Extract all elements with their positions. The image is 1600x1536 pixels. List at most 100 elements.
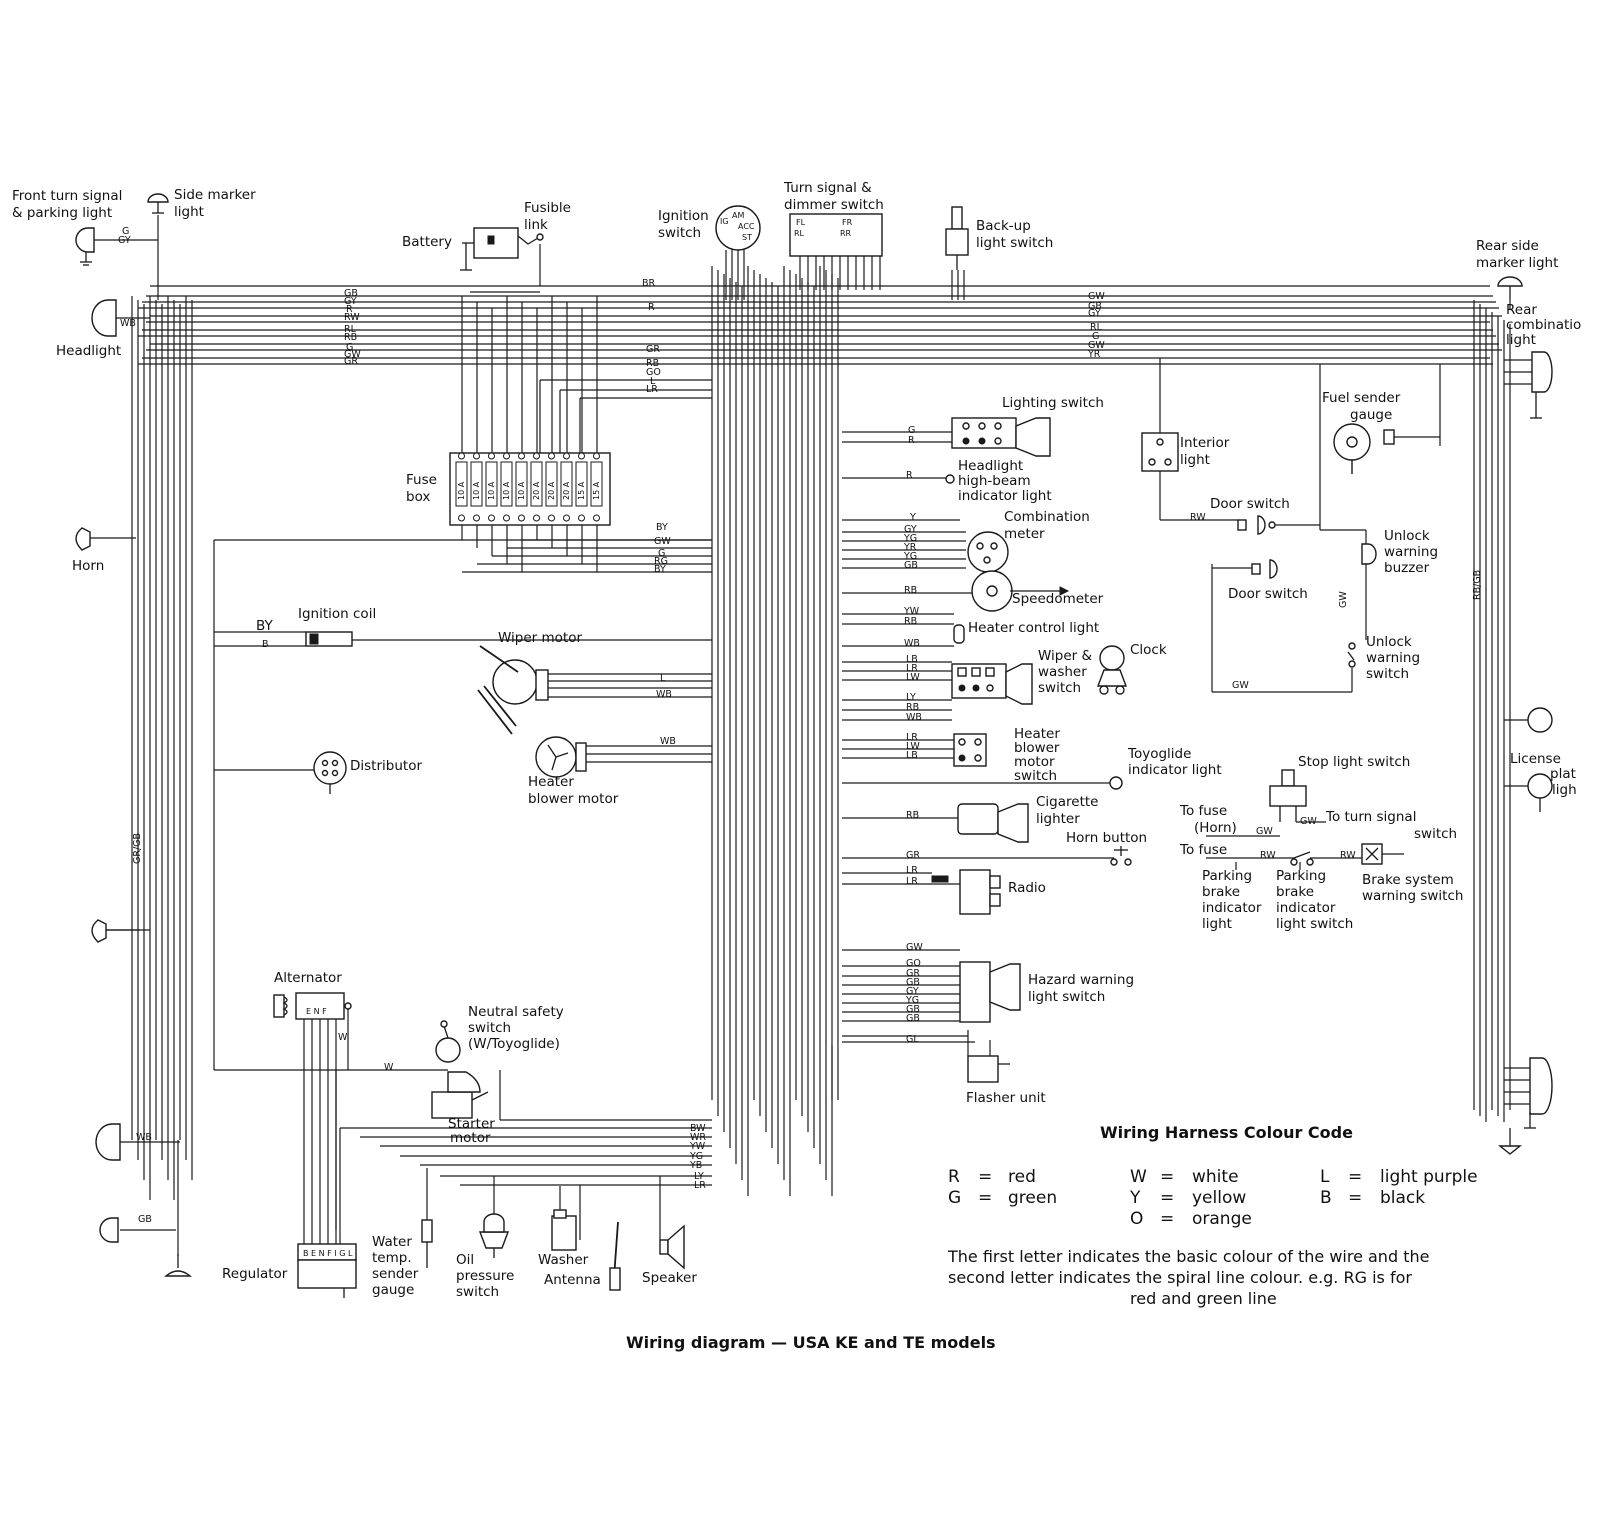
legend-colour: light purple: [1380, 1167, 1478, 1187]
fuse-terminal: [518, 514, 525, 522]
fuse-terminal: [578, 452, 585, 460]
rear-side-marker-symbol: [1497, 276, 1523, 298]
wire-code: RB: [906, 702, 919, 713]
horn-button-label: Horn button: [1066, 830, 1147, 846]
wire-code: BY: [656, 522, 668, 533]
wire-code: R: [648, 302, 655, 313]
horn-device: [75, 527, 136, 551]
fuse: [590, 461, 603, 507]
fuse-terminal: [563, 514, 570, 522]
alternator-symbol: [273, 992, 352, 1020]
fusible-link-symbol: [517, 233, 544, 245]
oil-pressure-switch-symbol: [478, 1213, 510, 1258]
ignition-coil-symbol: [305, 631, 353, 647]
heater-control-light-symbol: [953, 624, 965, 644]
wire-code: YG: [905, 995, 919, 1006]
heater-blower-motor-symbol: [535, 736, 587, 778]
wiper-motor-symbol: [477, 645, 549, 735]
wire-code: GR: [906, 968, 920, 979]
wire-code: GB: [1088, 301, 1102, 312]
neutral-safety-switch-symbol: [435, 1020, 461, 1063]
legend-colour: black: [1380, 1188, 1425, 1208]
fuse-terminal: [518, 452, 525, 460]
fuse-rating: 15 A: [592, 481, 601, 500]
wire-code: GY: [118, 235, 131, 246]
ignition-switch-symbol: AM ACC ST IG: [715, 205, 761, 251]
side-marker-lamp: [147, 193, 169, 214]
highbeam-indicator-bulb: [945, 474, 955, 484]
hazard-switch-symbol: [959, 961, 1021, 1023]
battery-label: Battery: [402, 234, 452, 250]
flasher-unit-symbol: [967, 1055, 1010, 1083]
legend-colour: orange: [1192, 1209, 1252, 1229]
rear-combination-lamp-2: [1524, 1057, 1553, 1129]
svg-text:FL: FL: [796, 218, 806, 227]
legend-equals: =: [1160, 1167, 1174, 1187]
fuse-terminal: [458, 514, 465, 522]
fuse-rating: 10 A: [517, 481, 526, 500]
fuse-terminal: [458, 452, 465, 460]
ignition-coil-label: Ignition coil: [298, 606, 376, 622]
wiper-motor-label: Wiper motor: [498, 630, 582, 646]
heater-blower-switch-symbol: [953, 733, 987, 767]
speaker-symbol: [659, 1224, 685, 1270]
wire-code: RB/GB: [1472, 570, 1483, 600]
legend-equals: =: [978, 1188, 992, 1208]
wire-code: W: [338, 1032, 348, 1043]
wire-code: WB: [656, 689, 672, 700]
stop-light-switch-label: Stop light switch: [1298, 754, 1410, 770]
wire-code: LY: [694, 1171, 704, 1182]
fuse: [455, 461, 468, 507]
wire-code-labels: GB GY R RW RL RB G GW GR BR R GR RB GO L…: [118, 226, 1483, 1225]
svg-text:ST: ST: [742, 233, 752, 242]
regulator-terminals: B E N F I G L: [303, 1249, 353, 1258]
wire-code: GB: [904, 560, 918, 571]
wire-code: YR: [1087, 349, 1101, 360]
legend-note: red and green line: [1130, 1289, 1277, 1308]
front-turn-signal-label: Front turn signal& parking light: [12, 188, 122, 221]
fuse-rating: 10 A: [457, 481, 466, 500]
legend-colour: yellow: [1192, 1188, 1246, 1208]
wire-code: WB: [136, 1132, 152, 1143]
wire-code: GW: [1256, 826, 1273, 837]
wire-code: GB: [906, 1013, 920, 1024]
door-switch-symbol: [1237, 515, 1276, 535]
wire-code: R: [906, 470, 913, 481]
clock-label: Clock: [1130, 642, 1167, 658]
fuel-sender-symbol: [1333, 423, 1395, 474]
interior-light-symbol: [1141, 432, 1179, 472]
wire-code: GB: [344, 288, 358, 299]
wire-code: L: [650, 376, 656, 387]
legend-equals: =: [1348, 1188, 1362, 1208]
water-temp-sender-symbol: [421, 1219, 433, 1268]
legend-code: G: [948, 1188, 961, 1208]
wiper-washer-switch-symbol: [951, 663, 1033, 705]
wire-code: RB: [904, 616, 917, 627]
lighting-switch-symbol: [951, 417, 1051, 457]
headlight-lamp: [91, 299, 117, 337]
fuse-terminal: [593, 514, 600, 522]
legend-equals: =: [1160, 1209, 1174, 1229]
wire-code: GO: [906, 958, 921, 969]
wire-code: WB: [660, 736, 676, 747]
wire-code: YG: [903, 551, 917, 562]
legend-code: Y: [1129, 1188, 1141, 1208]
wire-code: YR: [903, 542, 917, 553]
regulator-symbol: B E N F I G L: [297, 1243, 357, 1298]
wire-code: GW: [344, 349, 361, 360]
wire-code: G: [122, 226, 129, 237]
wire-code: RB: [904, 585, 917, 596]
lighting-switch-label: Lighting switch: [1002, 395, 1104, 411]
